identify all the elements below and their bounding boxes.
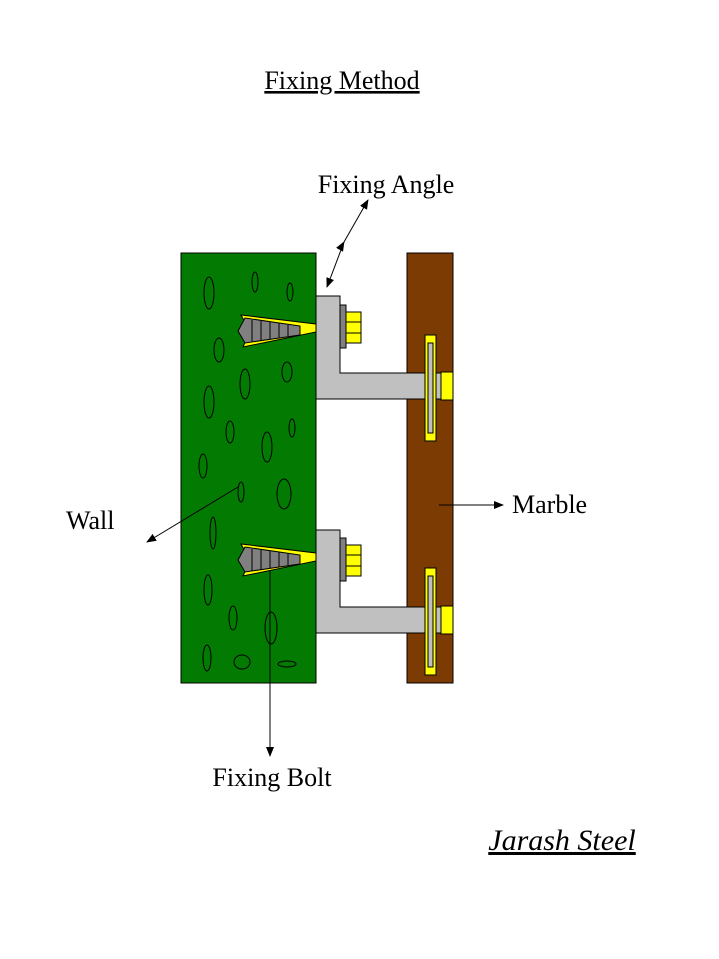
- lower-anchor-bolt: [237, 543, 317, 577]
- upper-anchor-bolt: [237, 314, 317, 348]
- page-title: Fixing Method: [264, 66, 419, 95]
- upper-dowel-pin: [424, 334, 454, 442]
- brand-signature: Jarash Steel: [488, 824, 635, 857]
- wall-texture: [198, 271, 297, 672]
- wall-arrow: [146, 486, 239, 543]
- lower-nut: [339, 537, 362, 582]
- lower-dowel-pin: [424, 567, 454, 676]
- wall-label: Wall: [66, 506, 114, 535]
- marble-label: Marble: [512, 490, 587, 519]
- fixing-angle-arrow: [336, 199, 369, 252]
- upper-nut: [339, 304, 362, 349]
- fixing-bolt-label: Fixing Bolt: [212, 763, 332, 792]
- lower-fixing-assembly: [237, 529, 454, 676]
- fixing-angle-label: Fixing Angle: [318, 170, 455, 199]
- fixing-angle-arrow-lower: [326, 241, 345, 288]
- upper-fixing-assembly: [237, 295, 454, 442]
